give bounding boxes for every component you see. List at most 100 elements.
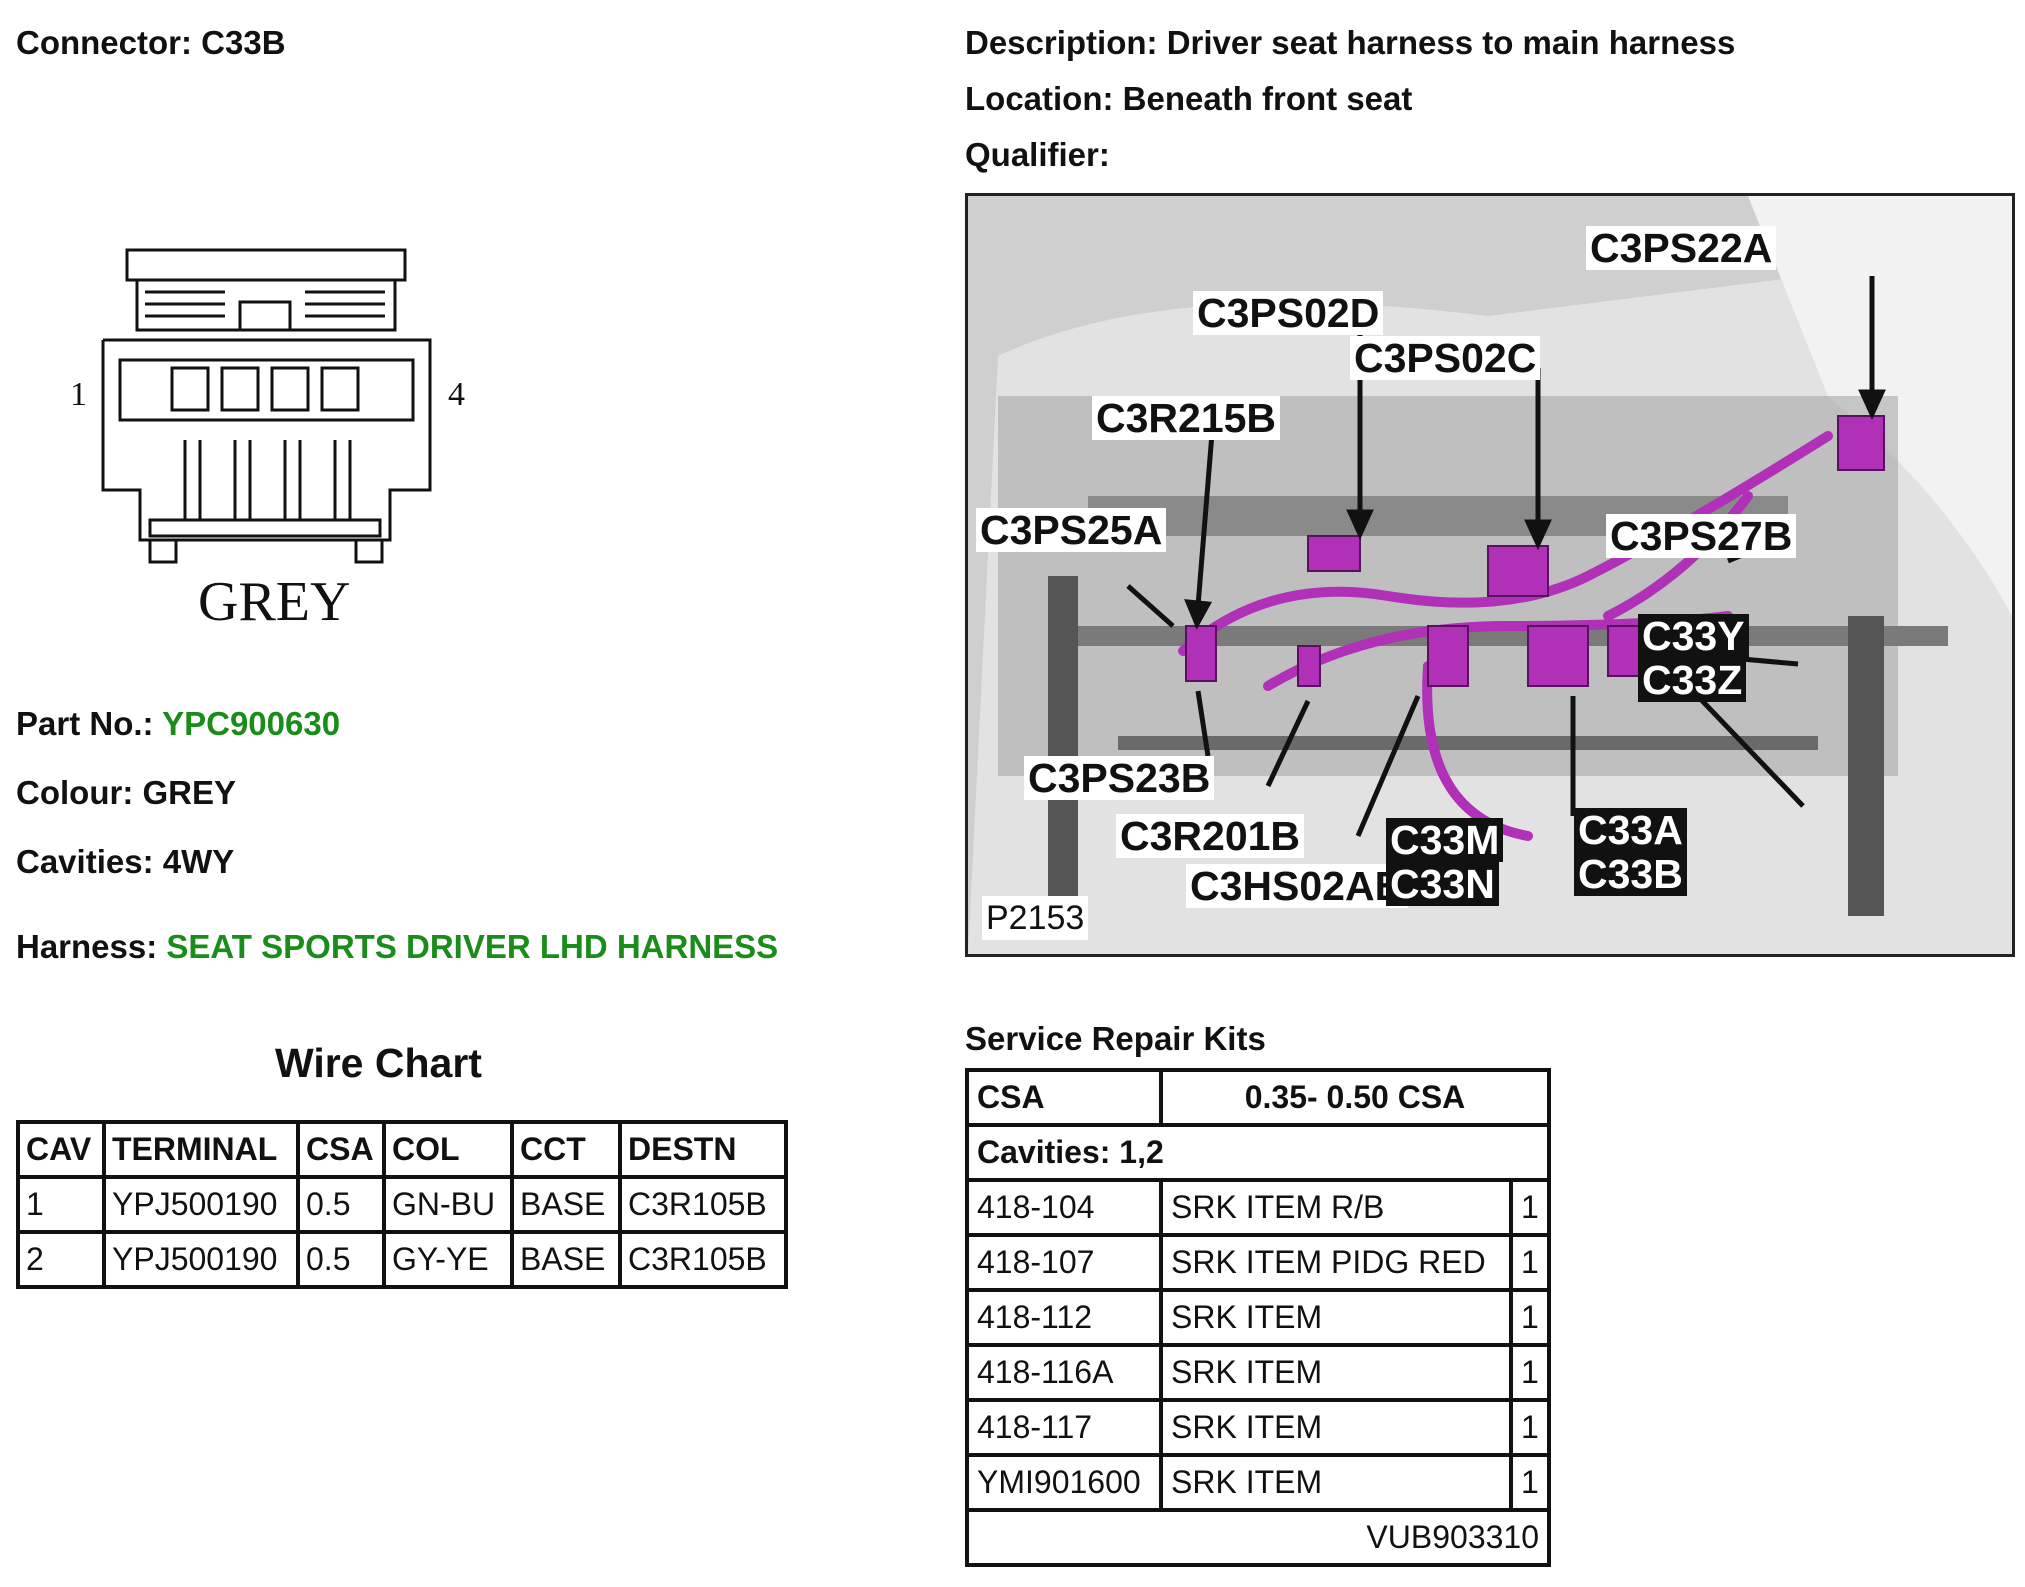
table-row: YMI901600 SRK ITEM 1 xyxy=(965,1453,1551,1512)
photo-figure-id: P2153 xyxy=(982,896,1089,940)
colour-value: GREY xyxy=(142,774,237,811)
part-no-value: YPC900630 xyxy=(162,705,341,742)
cell-destn: C3R105B xyxy=(618,1230,788,1289)
srk-qty: 1 xyxy=(1509,1343,1551,1402)
srk-part: 418-104 xyxy=(965,1178,1163,1237)
srk-footer: VUB903310 xyxy=(965,1508,1551,1567)
srk-qty: 1 xyxy=(1509,1453,1551,1512)
qualifier-line: Qualifier: xyxy=(965,136,1110,174)
cell-cct: BASE xyxy=(510,1175,622,1234)
cavities-label: Cavities: xyxy=(16,843,154,880)
srk-part: YMI901600 xyxy=(965,1453,1163,1512)
photo-label-c33b: C33B xyxy=(1574,852,1687,896)
cavities-value: 4WY xyxy=(162,843,235,880)
srk-header-row: CSA 0.35- 0.50 CSA xyxy=(965,1068,1551,1127)
header-terminal: TERMINAL xyxy=(102,1120,300,1179)
srk-qty: 1 xyxy=(1509,1178,1551,1237)
cell-csa: 0.5 xyxy=(296,1230,386,1289)
srk-csa-value: 0.35- 0.50 CSA xyxy=(1159,1068,1551,1127)
srk-part: 418-112 xyxy=(965,1288,1163,1347)
srk-part: 418-117 xyxy=(965,1398,1163,1457)
srk-item: SRK ITEM xyxy=(1159,1398,1513,1457)
connector-face-drawing: 1 4 GREY xyxy=(70,248,465,633)
srk-qty: 1 xyxy=(1509,1398,1551,1457)
connector-label: Connector: xyxy=(16,24,192,61)
connector-location-photo: C3PS22A C3PS02D C3PS02C C3R215B C3PS25A … xyxy=(965,193,2015,957)
qualifier-label: Qualifier: xyxy=(965,136,1110,173)
description-value: Driver seat harness to main harness xyxy=(1166,24,1736,61)
cell-cav: 1 xyxy=(16,1175,106,1234)
srk-title: Service Repair Kits xyxy=(965,1020,1266,1057)
cell-terminal: YPJ500190 xyxy=(102,1175,300,1234)
photo-label-c33m: C33M xyxy=(1386,818,1504,862)
srk-table: CSA 0.35- 0.50 CSA Cavities: 1,2 418-104… xyxy=(965,1068,1551,1567)
harness-line: Harness: SEAT SPORTS DRIVER LHD HARNESS xyxy=(16,928,778,966)
cell-terminal: YPJ500190 xyxy=(102,1230,300,1289)
srk-item: SRK ITEM xyxy=(1159,1343,1513,1402)
header-csa: CSA xyxy=(296,1120,386,1179)
table-row: 1 YPJ500190 0.5 GN-BU BASE C3R105B xyxy=(16,1175,788,1234)
location-value: Beneath front seat xyxy=(1122,80,1413,117)
srk-cavities: Cavities: 1,2 xyxy=(965,1123,1551,1182)
cell-col: GN-BU xyxy=(382,1175,514,1234)
colour-label: Colour: xyxy=(16,774,134,811)
srk-part: 418-116A xyxy=(965,1343,1163,1402)
photo-label-c33a: C33A xyxy=(1574,808,1687,852)
harness-label: Harness: xyxy=(16,928,158,965)
photo-label-c33z: C33Z xyxy=(1638,658,1747,702)
table-row: 418-104 SRK ITEM R/B 1 xyxy=(965,1178,1551,1237)
cell-destn: C3R105B xyxy=(618,1175,788,1234)
cell-csa: 0.5 xyxy=(296,1175,386,1234)
photo-label-c33n: C33N xyxy=(1386,862,1499,906)
table-row: 418-112 SRK ITEM 1 xyxy=(965,1288,1551,1347)
srk-cavities-row: Cavities: 1,2 xyxy=(965,1123,1551,1182)
srk-qty: 1 xyxy=(1509,1288,1551,1347)
location-line: Location: Beneath front seat xyxy=(965,80,1412,118)
part-no-label: Part No.: xyxy=(16,705,154,742)
location-label: Location: xyxy=(965,80,1114,117)
cell-cct: BASE xyxy=(510,1230,622,1289)
wire-chart-header-row: CAV TERMINAL CSA COL CCT DESTN xyxy=(16,1120,788,1179)
wire-chart-table: CAV TERMINAL CSA COL CCT DESTN 1 YPJ5001… xyxy=(16,1120,788,1289)
photo-label-c3ps22a: C3PS22A xyxy=(1586,226,1777,270)
header-cav: CAV xyxy=(16,1120,106,1179)
photo-label-c3ps23b: C3PS23B xyxy=(1024,756,1215,800)
photo-label-c3ps02c: C3PS02C xyxy=(1350,336,1541,380)
connector-line: Connector: C33B xyxy=(16,24,286,62)
header-col: COL xyxy=(382,1120,514,1179)
srk-item: SRK ITEM xyxy=(1159,1453,1513,1512)
header-cct: CCT xyxy=(510,1120,622,1179)
photo-label-c3ps25a: C3PS25A xyxy=(976,508,1167,552)
description-line: Description: Driver seat harness to main… xyxy=(965,24,1735,62)
srk-part: 418-107 xyxy=(965,1233,1163,1292)
srk-qty: 1 xyxy=(1509,1233,1551,1292)
photo-label-c3ps27b: C3PS27B xyxy=(1606,514,1797,558)
photo-label-c33y: C33Y xyxy=(1638,614,1749,658)
colour-line: Colour: GREY xyxy=(16,774,236,812)
photo-label-c3r215b: C3R215B xyxy=(1092,396,1281,440)
wire-chart-title: Wire Chart xyxy=(275,1040,482,1086)
table-row: 418-116A SRK ITEM 1 xyxy=(965,1343,1551,1402)
cell-cav: 2 xyxy=(16,1230,106,1289)
table-row: 418-117 SRK ITEM 1 xyxy=(965,1398,1551,1457)
srk-item: SRK ITEM xyxy=(1159,1288,1513,1347)
photo-label-c3ps02d: C3PS02D xyxy=(1193,291,1384,335)
table-row: 2 YPJ500190 0.5 GY-YE BASE C3R105B xyxy=(16,1230,788,1289)
harness-value: SEAT SPORTS DRIVER LHD HARNESS xyxy=(166,928,779,965)
pin-4-label: 4 xyxy=(448,376,465,413)
srk-csa-label: CSA xyxy=(965,1068,1163,1127)
header-destn: DESTN xyxy=(618,1120,788,1179)
photo-label-c3r201b: C3R201B xyxy=(1116,814,1305,858)
cell-col: GY-YE xyxy=(382,1230,514,1289)
table-row: 418-107 SRK ITEM PIDG RED 1 xyxy=(965,1233,1551,1292)
cavities-line: Cavities: 4WY xyxy=(16,843,234,881)
srk-footer-row: VUB903310 xyxy=(965,1508,1551,1567)
srk-item: SRK ITEM PIDG RED xyxy=(1159,1233,1513,1292)
pin-1-label: 1 xyxy=(70,376,87,413)
part-no-line: Part No.: YPC900630 xyxy=(16,705,340,743)
srk-item: SRK ITEM R/B xyxy=(1159,1178,1513,1237)
description-label: Description: xyxy=(965,24,1158,61)
photo-label-c3hs02ab: C3HS02AB xyxy=(1186,864,1409,908)
drawing-colour-label: GREY xyxy=(198,571,350,633)
connector-value: C33B xyxy=(201,24,286,61)
